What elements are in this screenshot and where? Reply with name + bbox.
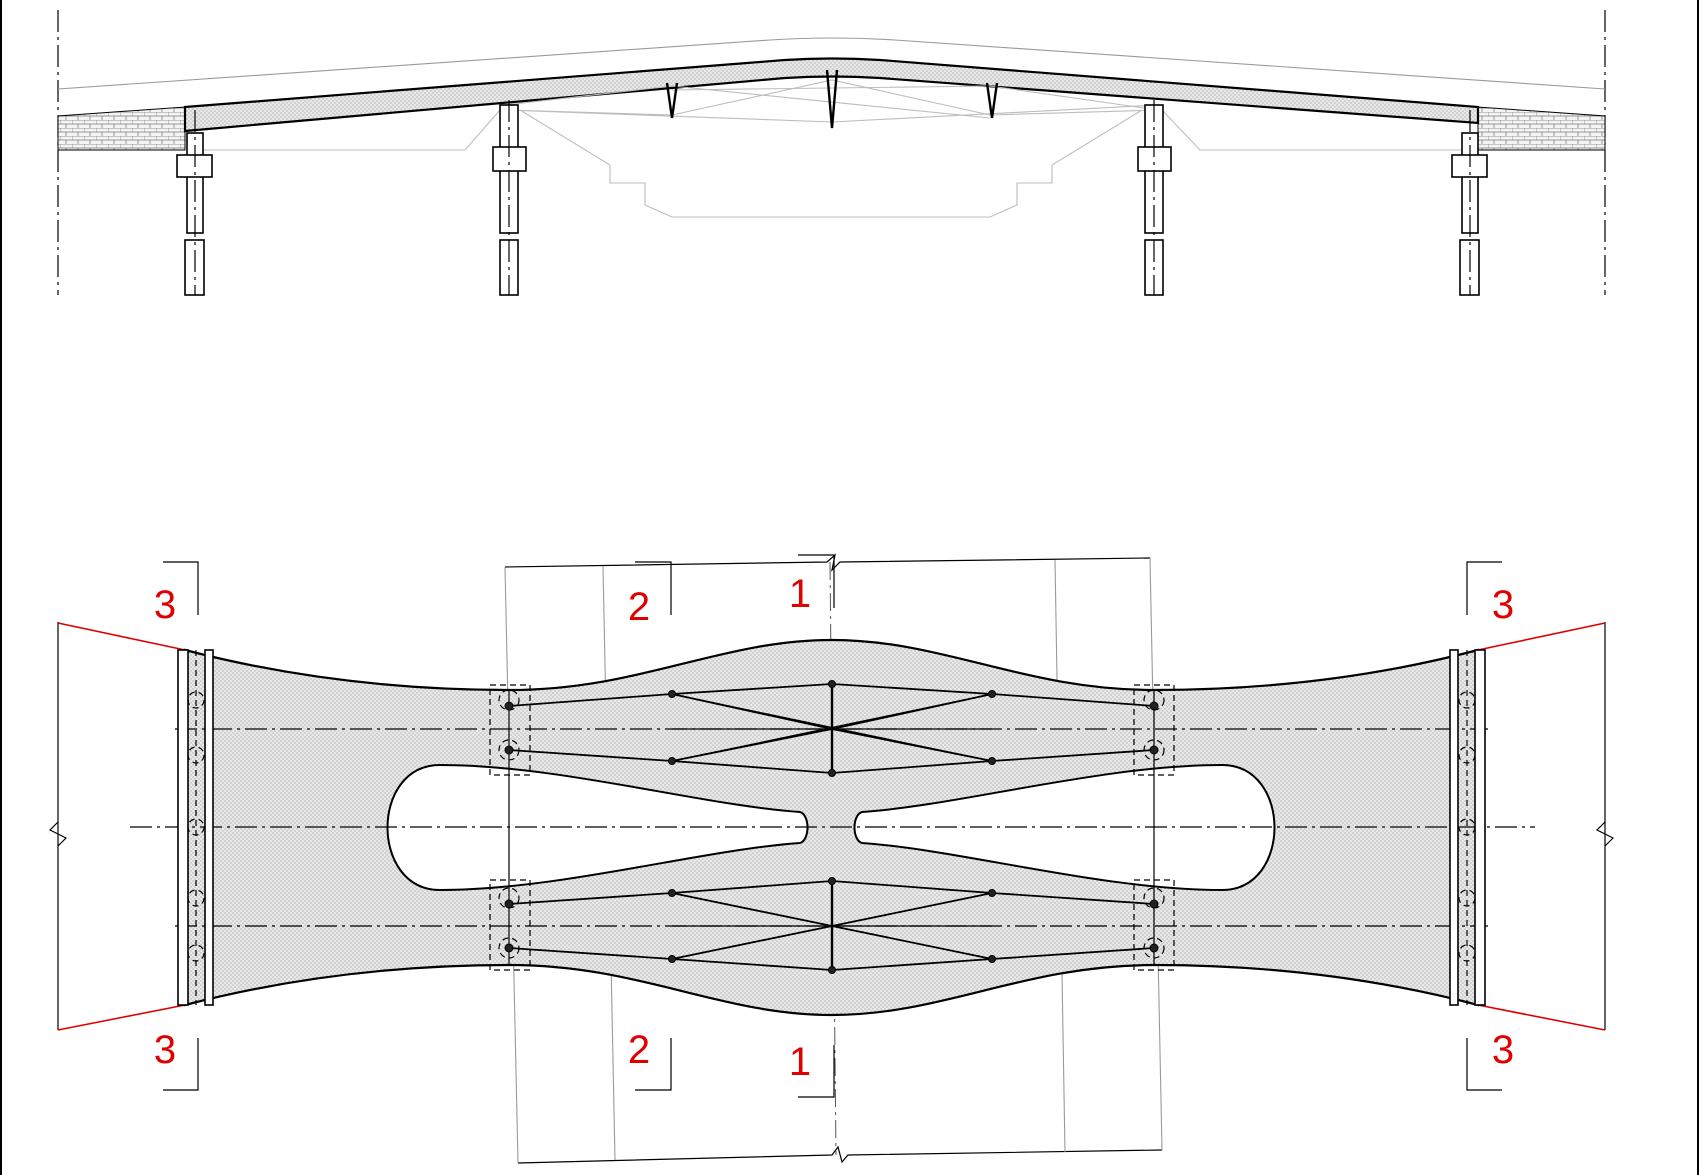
right-void bbox=[853, 763, 1276, 892]
column-1 bbox=[176, 110, 213, 296]
section-label-mid-top: 2 bbox=[628, 585, 650, 629]
section-label-right-top: 3 bbox=[1492, 583, 1514, 627]
cable-group-bottom bbox=[504, 877, 1159, 974]
section-3-left-bottom-bracket bbox=[163, 1038, 199, 1091]
section-1-top-bracket bbox=[798, 554, 835, 608]
railing-outline bbox=[57, 37, 1606, 90]
column-3 bbox=[1137, 100, 1172, 296]
bridge-elevation bbox=[57, 10, 1606, 296]
plan-right-break-line bbox=[1595, 622, 1615, 1030]
section-1-bottom-bracket bbox=[798, 1045, 835, 1098]
left-red-edge bbox=[57, 622, 186, 1031]
cable-group-top bbox=[504, 680, 1159, 777]
section-label-center-bottom: 1 bbox=[789, 1040, 811, 1084]
section-label-left-top: 3 bbox=[154, 583, 176, 627]
cable-bracing bbox=[504, 79, 1159, 123]
deck-slab-elevation bbox=[183, 57, 1480, 133]
section-frame-bottom bbox=[517, 1145, 1163, 1164]
section-2-bottom-bracket bbox=[635, 1038, 672, 1091]
left-abutment bbox=[57, 106, 186, 151]
section-3-right-top-bracket bbox=[1466, 561, 1502, 615]
soffit-outline bbox=[200, 109, 1465, 218]
section-label-left-bottom: 3 bbox=[154, 1028, 176, 1072]
section-3-left-top-bracket bbox=[163, 561, 199, 615]
bridge-plan: 3 3 3 3 2 2 1 1 bbox=[48, 553, 1615, 1164]
column-4 bbox=[1451, 110, 1488, 296]
section-label-mid-bottom: 2 bbox=[628, 1028, 650, 1072]
section-2-top-bracket bbox=[635, 561, 672, 615]
column-2 bbox=[492, 100, 527, 296]
section-3-right-bottom-bracket bbox=[1466, 1038, 1502, 1091]
right-end-bearing bbox=[1449, 649, 1486, 1006]
right-abutment bbox=[1477, 106, 1606, 151]
section-label-right-bottom: 3 bbox=[1492, 1028, 1514, 1072]
left-end-bearing bbox=[177, 649, 214, 1006]
plan-left-break-line bbox=[48, 622, 68, 1030]
section-frame-top bbox=[504, 553, 1151, 572]
right-red-edge bbox=[1477, 622, 1606, 1031]
hanger-right bbox=[985, 82, 999, 119]
hanger-center bbox=[825, 69, 839, 129]
hanger-left bbox=[665, 82, 679, 119]
section-label-center-top: 1 bbox=[789, 572, 811, 616]
